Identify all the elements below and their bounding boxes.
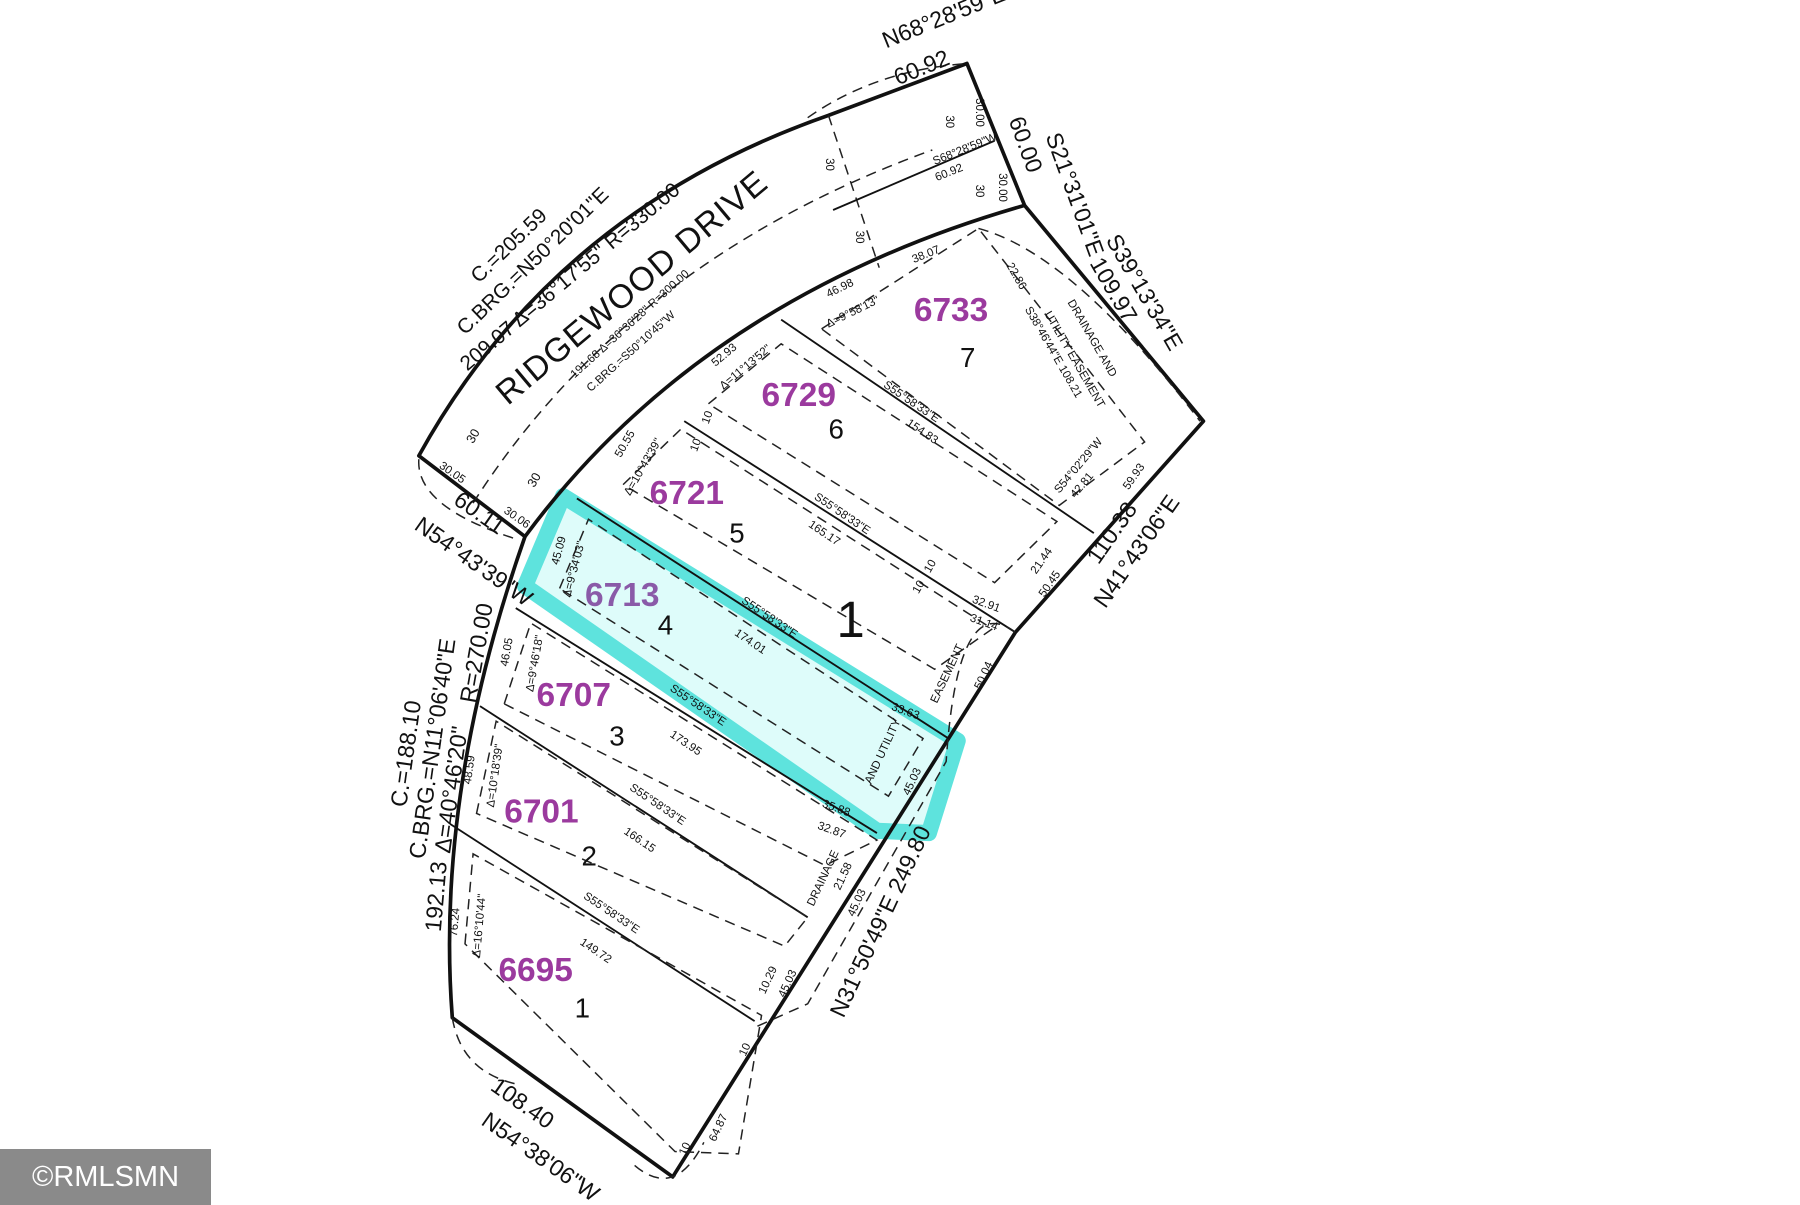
lot-5-number: 5 xyxy=(729,517,744,548)
lot-3-address[interactable]: 6707 xyxy=(537,677,611,714)
dimension-label: 60.92 xyxy=(890,44,953,90)
lot-5-address[interactable]: 6721 xyxy=(650,475,724,512)
dimension-label: 50.04 xyxy=(973,660,996,692)
lot-6-address[interactable]: 6729 xyxy=(762,377,836,414)
dimension-label: 192.13 xyxy=(420,860,452,933)
dimension-label: 10 xyxy=(677,1141,693,1158)
lot-2-number: 2 xyxy=(582,840,597,871)
dimension-label: 10 xyxy=(911,579,928,596)
dimension-label: N31°50'49"E 249.80 xyxy=(824,822,935,1021)
lot-1-address[interactable]: 6695 xyxy=(498,952,572,989)
dimension-label: EASEMENT xyxy=(929,643,967,705)
dimension-label: 165.17 xyxy=(806,519,842,549)
dimension-label: 32.91 xyxy=(971,594,1002,615)
dimension-label: Δ=9°58'13" xyxy=(825,294,882,330)
dimension-label: 32.87 xyxy=(816,820,847,841)
dimension-label: 10 xyxy=(688,437,704,453)
road-end-line xyxy=(832,139,995,211)
dimension-label: Δ=10°18'39" xyxy=(485,743,506,808)
lot-4-highlight[interactable] xyxy=(516,488,966,842)
dimension-label: 30 xyxy=(943,115,955,128)
dimension-label: 30 xyxy=(973,185,985,198)
dimension-label: 10 xyxy=(922,558,939,575)
plat-boundary xyxy=(416,61,1206,1179)
road-row-line xyxy=(827,115,880,268)
dimension-label: 173.95 xyxy=(668,729,704,759)
dimension-label: 45.03 xyxy=(846,887,869,918)
dimension-label: 60.11 xyxy=(449,486,510,539)
dimension-label: 30 xyxy=(853,231,865,244)
lot-7-address[interactable]: 6733 xyxy=(914,292,988,329)
dimension-label: 10 xyxy=(737,1042,753,1059)
lot-6-number: 6 xyxy=(828,413,843,444)
dimension-label: S55°58'33"E xyxy=(581,890,642,936)
watermark: ©RMLSMN xyxy=(0,1149,211,1205)
dimension-label: 30 xyxy=(525,470,544,489)
dimension-label: 10 xyxy=(700,409,716,425)
dimension-label: S68°28'59"W xyxy=(931,131,999,168)
lot-lines xyxy=(449,318,1095,1022)
dimension-label: 76.24 xyxy=(448,907,463,937)
block-number: 1 xyxy=(837,591,865,648)
road-inner-line xyxy=(523,203,1026,538)
road-centerline xyxy=(472,149,933,504)
lot-7-number: 7 xyxy=(960,342,975,373)
dimension-label: 10.29 xyxy=(757,965,780,996)
dimension-label: 46.05 xyxy=(499,637,516,667)
dimension-label: 31.14 xyxy=(968,612,1000,633)
dimension-label: 166.15 xyxy=(621,826,657,856)
setback-lines xyxy=(418,62,1201,1180)
lot-4-number: 4 xyxy=(658,610,673,641)
dimension-label: 48.59 xyxy=(462,755,478,785)
lot-2-address[interactable]: 6701 xyxy=(504,794,578,831)
dimension-label: 30 xyxy=(464,426,483,445)
dimension-label: 149.72 xyxy=(578,936,614,966)
dimension-label: 22.86 xyxy=(1004,261,1029,292)
dimension-label: 30.00 xyxy=(996,173,1008,202)
dimension-label: 30.00 xyxy=(973,98,985,127)
dimension-label: Δ=16°10'44" xyxy=(471,893,489,958)
lot-4-address[interactable]: 6713 xyxy=(585,577,659,614)
dimension-label: R=270.00 xyxy=(455,601,498,705)
lot-3-number: 3 xyxy=(609,720,624,751)
lot-1-number: 1 xyxy=(575,993,590,1024)
dimension-label: N68°28'59"E xyxy=(878,0,1009,53)
dimension-label: 30 xyxy=(823,158,835,171)
